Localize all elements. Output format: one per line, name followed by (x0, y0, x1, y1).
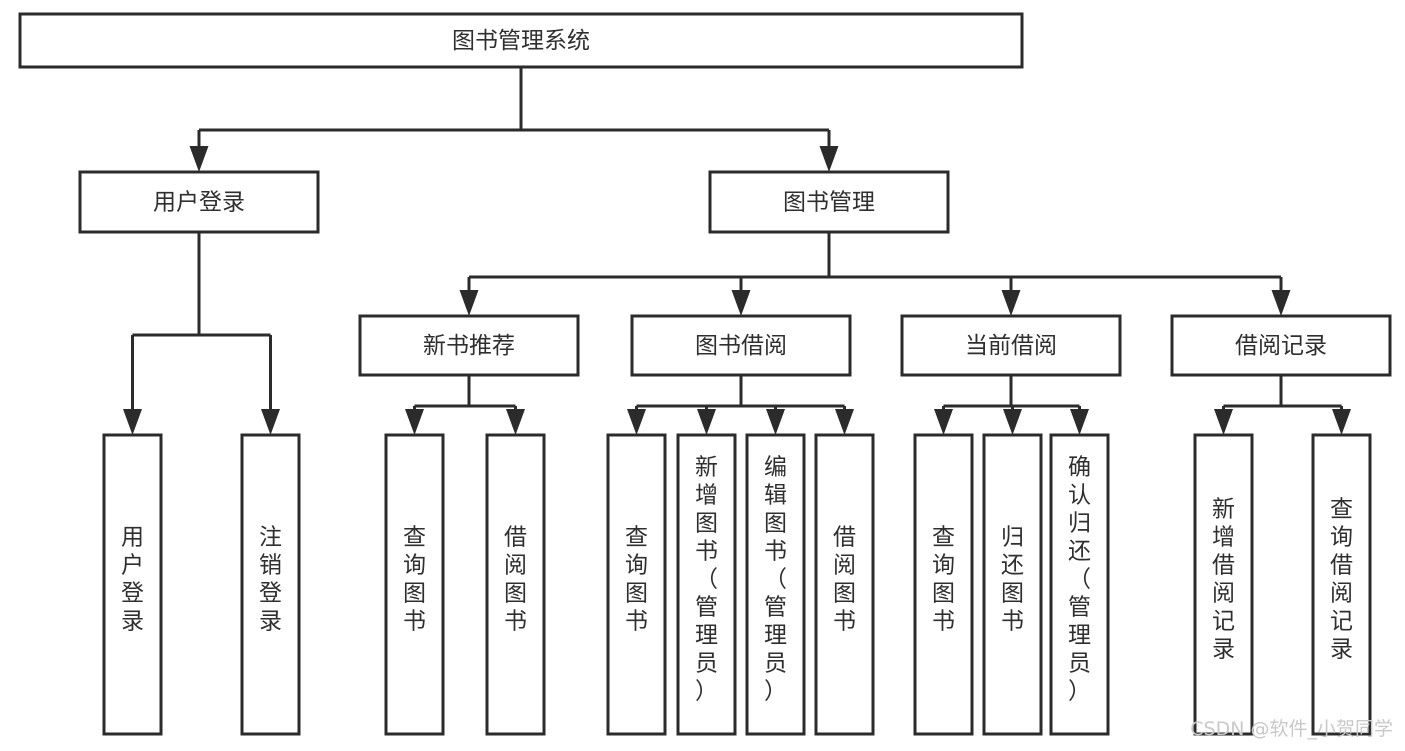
node-leaf-query-book-3[interactable]: 查询图书 (913, 433, 974, 736)
node-box (240, 433, 301, 736)
arrow-head-icon (189, 146, 209, 172)
node-label: 图书管理 (783, 190, 875, 216)
node-label: 新增借阅记录 (1212, 497, 1235, 663)
arrow-head-icon (261, 409, 280, 435)
node-box (630, 314, 852, 377)
node-label: 图书管理系统 (452, 28, 590, 54)
arrow-head-icon (459, 290, 479, 316)
arrow-head-icon (1001, 290, 1021, 316)
node-current-borrow[interactable]: 当前借阅 (900, 314, 1122, 377)
node-label: 查询图书 (625, 525, 648, 635)
node-label: 用户登录 (153, 190, 245, 216)
node-leaf-edit-book[interactable]: 编辑图书（管理员） (745, 433, 806, 736)
node-box (1170, 314, 1392, 377)
connector-layer (123, 67, 1351, 435)
node-box (1193, 433, 1254, 736)
node-book-borrow[interactable]: 图书借阅 (630, 314, 852, 377)
arrow-head-icon (731, 290, 751, 316)
csdn-watermark: CSDN @软件_小贺同学 (1190, 718, 1393, 740)
node-leaf-borrow-book-1[interactable]: 借阅图书 (485, 433, 546, 736)
node-label: 查询图书 (403, 525, 426, 635)
node-box (913, 433, 974, 736)
node-leaf-user-login[interactable]: 用户登录 (102, 433, 163, 736)
node-leaf-query-book-2[interactable]: 查询图书 (606, 433, 667, 736)
node-label: 当前借阅 (965, 333, 1057, 359)
node-box (982, 433, 1043, 736)
node-leaf-return-book[interactable]: 归还图书 (982, 433, 1043, 736)
node-box (745, 433, 806, 736)
node-leaf-borrow-book-2[interactable]: 借阅图书 (814, 433, 875, 736)
node-label: 查询借阅记录 (1330, 497, 1353, 663)
node-leaf-add-book[interactable]: 新增图书（管理员） (676, 433, 737, 736)
node-box (384, 433, 445, 736)
arrow-head-icon (405, 409, 424, 435)
arrow-head-icon (1003, 409, 1022, 435)
arrow-head-icon (697, 409, 716, 435)
node-leaf-query-record[interactable]: 查询借阅记录 (1311, 433, 1372, 736)
node-box (102, 433, 163, 736)
node-layer: 图书管理系统用户登录图书管理新书推荐图书借阅当前借阅借阅记录用户登录注销登录查询… (18, 12, 1392, 736)
node-leaf-query-book-1[interactable]: 查询图书 (384, 433, 445, 736)
node-book-manage[interactable]: 图书管理 (708, 170, 950, 234)
node-box (1049, 433, 1110, 736)
node-label: 用户登录 (121, 525, 144, 635)
node-box (78, 170, 320, 234)
node-borrow-record[interactable]: 借阅记录 (1170, 314, 1392, 377)
node-label: 借阅记录 (1235, 333, 1327, 359)
node-new-book-rec[interactable]: 新书推荐 (358, 314, 580, 377)
arrow-head-icon (1332, 409, 1351, 435)
arrow-head-icon (1214, 409, 1233, 435)
arrow-head-icon (506, 409, 525, 435)
node-label: 借阅图书 (833, 525, 856, 635)
node-leaf-user-logout[interactable]: 注销登录 (240, 433, 301, 736)
node-box (900, 314, 1122, 377)
node-label: 图书借阅 (695, 333, 787, 359)
node-label: 新增图书（管理员） (695, 455, 718, 705)
arrow-head-icon (766, 409, 785, 435)
node-box (606, 433, 667, 736)
arrow-head-icon (934, 409, 953, 435)
node-label: 归还图书 (1001, 525, 1024, 635)
node-label: 借阅图书 (504, 525, 527, 635)
arrow-head-icon (627, 409, 646, 435)
node-box (358, 314, 580, 377)
arrow-head-icon (835, 409, 854, 435)
node-user-login[interactable]: 用户登录 (78, 170, 320, 234)
node-label: 编辑图书（管理员） (764, 455, 787, 705)
node-box (485, 433, 546, 736)
arrow-head-icon (1271, 290, 1291, 316)
node-label: 新书推荐 (423, 333, 515, 359)
arrow-head-icon (819, 146, 839, 172)
node-leaf-add-record[interactable]: 新增借阅记录 (1193, 433, 1254, 736)
node-label: 确认归还（管理员） (1068, 455, 1091, 705)
arrow-head-icon (1070, 409, 1089, 435)
node-box (814, 433, 875, 736)
node-box (1311, 433, 1372, 736)
node-box (676, 433, 737, 736)
node-box (708, 170, 950, 234)
node-box (18, 12, 1024, 69)
node-leaf-confirm-return[interactable]: 确认归还（管理员） (1049, 433, 1110, 736)
node-root[interactable]: 图书管理系统 (18, 12, 1024, 69)
node-label: 查询图书 (932, 525, 955, 635)
node-label: 注销登录 (259, 525, 282, 635)
arrow-head-icon (123, 409, 142, 435)
